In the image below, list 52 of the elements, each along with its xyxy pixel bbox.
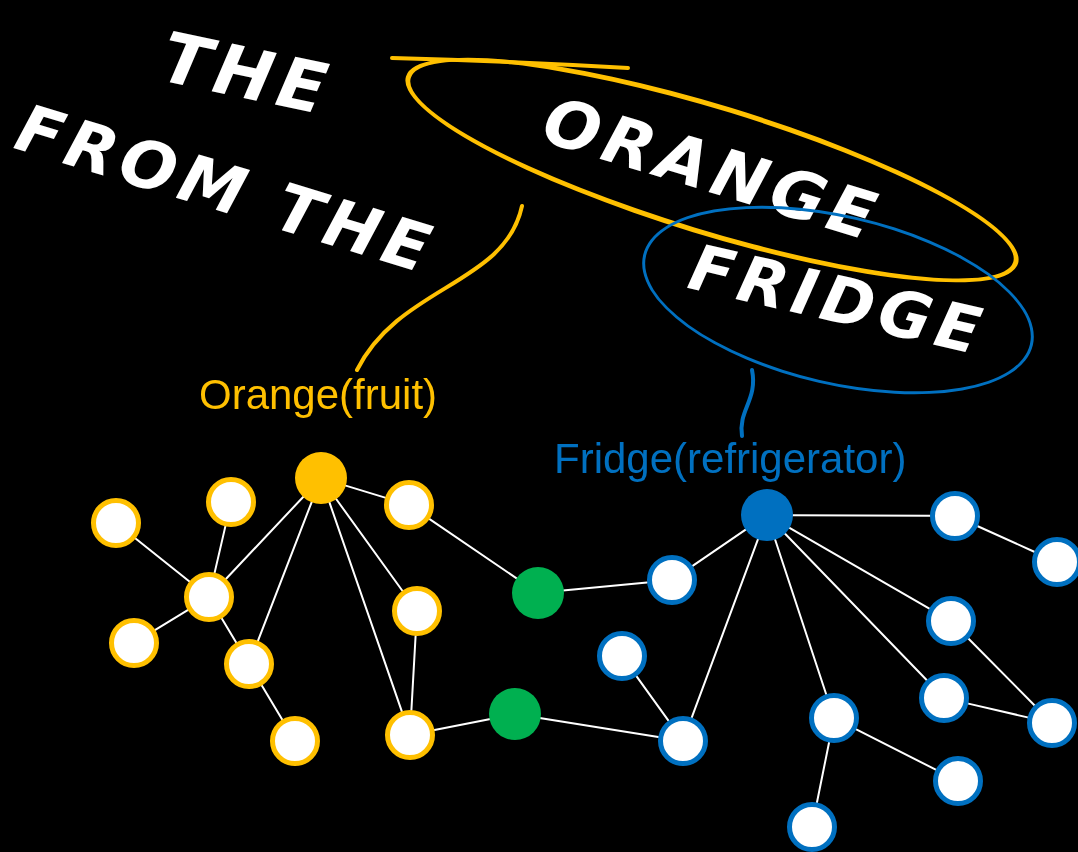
connector-line	[691, 528, 748, 567]
connector-line	[260, 684, 284, 721]
connector-line	[134, 537, 191, 583]
connector-line	[154, 609, 189, 631]
connector-line	[410, 634, 417, 712]
ring-node	[809, 693, 859, 743]
connector-line	[855, 728, 937, 771]
leader-line	[739, 368, 756, 438]
connector-line	[791, 514, 931, 517]
ring-node	[184, 572, 234, 622]
connector-line	[787, 526, 931, 610]
connector-line	[428, 518, 519, 580]
ring-node	[91, 498, 141, 548]
connector-line	[976, 525, 1036, 553]
connector-line	[334, 497, 404, 592]
ring-node	[385, 710, 435, 760]
ring-node	[270, 716, 320, 766]
ring-node	[1032, 537, 1078, 587]
connector-line	[967, 637, 1036, 707]
filled-node	[489, 688, 541, 740]
ring-node	[647, 555, 697, 605]
ring-node	[926, 596, 976, 646]
ring-node	[658, 716, 708, 766]
ring-node	[930, 491, 980, 541]
leader-line	[355, 204, 524, 372]
ring-node	[919, 673, 969, 723]
connector-line	[328, 500, 403, 713]
ring-node	[224, 639, 274, 689]
ring-node	[597, 631, 647, 681]
ring-node	[392, 586, 442, 636]
ring-node	[933, 756, 983, 806]
connector-line	[225, 495, 305, 580]
connector-line	[257, 500, 313, 642]
ring-node	[109, 618, 159, 668]
connector-line	[635, 675, 670, 722]
ring-node	[787, 802, 837, 852]
connector-line	[220, 617, 238, 644]
ring-node	[384, 480, 434, 530]
connector-line	[967, 702, 1029, 719]
connector-line	[433, 717, 492, 732]
meaning-label: Fridge(refrigerator)	[554, 436, 907, 483]
ring-node	[1027, 698, 1077, 748]
connector-line	[213, 525, 227, 574]
filled-node	[295, 452, 347, 504]
connector-line	[773, 537, 828, 696]
connector-line	[783, 531, 928, 682]
filled-node	[741, 489, 793, 541]
meaning-label: Orange(fruit)	[199, 372, 438, 419]
ring-node	[206, 477, 256, 527]
connector-line	[815, 741, 831, 804]
connector-line	[690, 537, 760, 719]
filled-node	[512, 567, 564, 619]
